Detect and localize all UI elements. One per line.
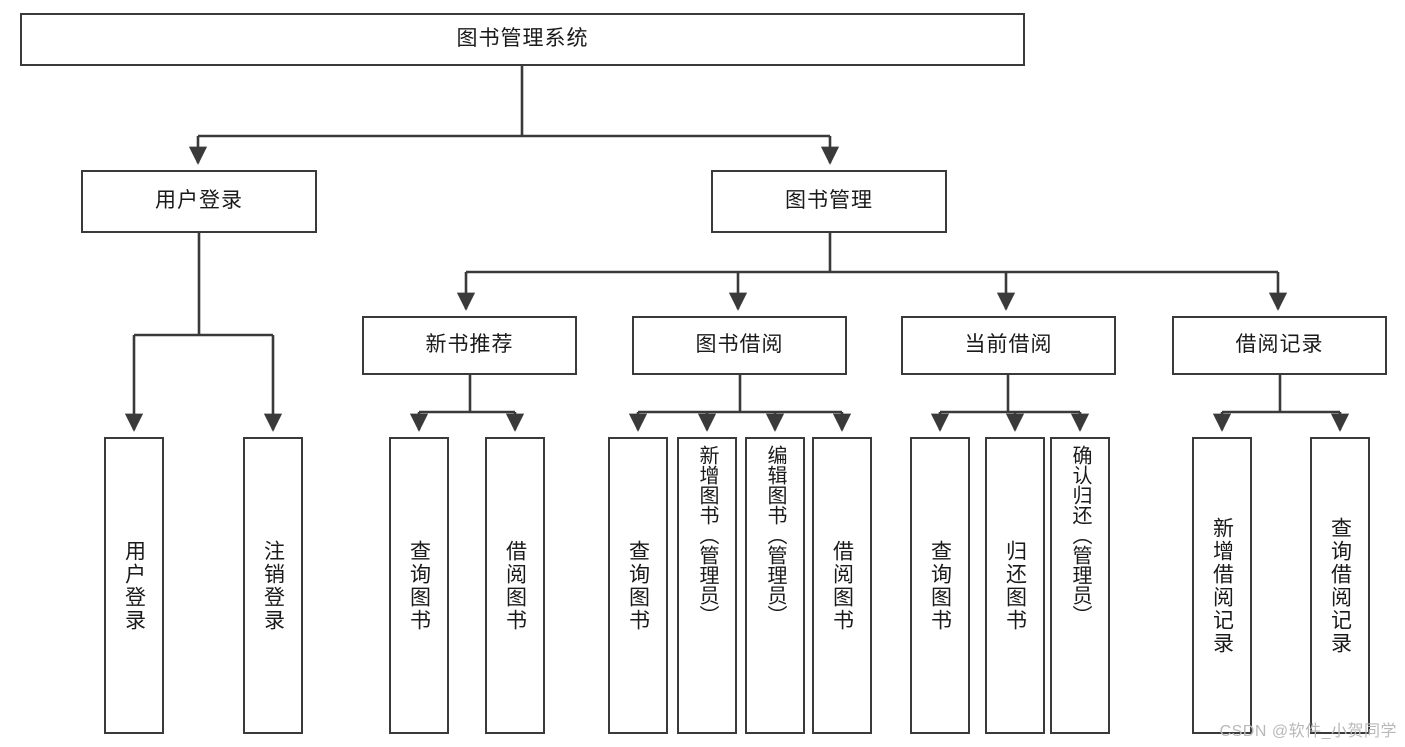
node-book-borrow-label: 图书借阅 (695, 333, 784, 357)
node-user-logout[interactable]: 注销登录 (243, 437, 303, 734)
node-bb-edit-book-label: 编辑图书（管理员） (764, 445, 786, 625)
node-cb-query-book-label: 查询图书 (928, 539, 952, 632)
node-nbr-borrow-book-label: 借阅图书 (503, 539, 527, 632)
node-br-query-record[interactable]: 查询借阅记录 (1310, 437, 1370, 734)
node-cb-return-book-label: 归还图书 (1003, 539, 1027, 632)
node-bb-add-book-label: 新增图书（管理员） (696, 445, 718, 625)
node-nbr-query-book-label: 查询图书 (407, 539, 431, 632)
node-user-login-do[interactable]: 用户登录 (104, 437, 164, 734)
node-bb-add-book[interactable]: 新增图书（管理员） (677, 437, 737, 734)
node-user-login-do-label: 用户登录 (122, 539, 146, 632)
node-book-manage-label: 图书管理 (785, 189, 873, 213)
node-user-login[interactable]: 用户登录 (81, 170, 317, 233)
node-bb-query-book-label: 查询图书 (626, 539, 650, 632)
node-bb-borrow-book[interactable]: 借阅图书 (812, 437, 872, 734)
node-root-label: 图书管理系统 (456, 27, 589, 51)
node-user-logout-label: 注销登录 (261, 539, 285, 632)
node-root[interactable]: 图书管理系统 (20, 13, 1025, 66)
node-bb-query-book[interactable]: 查询图书 (608, 437, 668, 734)
node-borrow-record-label: 借阅记录 (1235, 333, 1324, 357)
csdn-watermark: CSDN @软件_小贺同学 (1219, 723, 1397, 740)
node-br-query-record-label: 查询借阅记录 (1328, 516, 1352, 655)
node-new-book-recommend-label: 新书推荐 (425, 333, 514, 357)
node-bb-edit-book[interactable]: 编辑图书（管理员） (745, 437, 805, 734)
node-cb-return-book[interactable]: 归还图书 (985, 437, 1045, 734)
node-nbr-borrow-book[interactable]: 借阅图书 (485, 437, 545, 734)
node-br-add-record[interactable]: 新增借阅记录 (1192, 437, 1252, 734)
node-nbr-query-book[interactable]: 查询图书 (389, 437, 449, 734)
node-new-book-recommend[interactable]: 新书推荐 (362, 316, 577, 375)
node-book-manage[interactable]: 图书管理 (711, 170, 947, 233)
node-bb-borrow-book-label: 借阅图书 (830, 539, 854, 632)
node-cb-query-book[interactable]: 查询图书 (910, 437, 970, 734)
node-user-login-label: 用户登录 (155, 189, 243, 213)
node-br-add-record-label: 新增借阅记录 (1210, 516, 1234, 655)
node-cb-confirm-return[interactable]: 确认归还（管理员） (1050, 437, 1110, 734)
node-borrow-record[interactable]: 借阅记录 (1172, 316, 1387, 375)
node-current-borrow[interactable]: 当前借阅 (901, 316, 1116, 375)
node-book-borrow[interactable]: 图书借阅 (632, 316, 847, 375)
node-cb-confirm-return-label: 确认归还（管理员） (1069, 445, 1091, 625)
node-current-borrow-label: 当前借阅 (964, 333, 1053, 357)
